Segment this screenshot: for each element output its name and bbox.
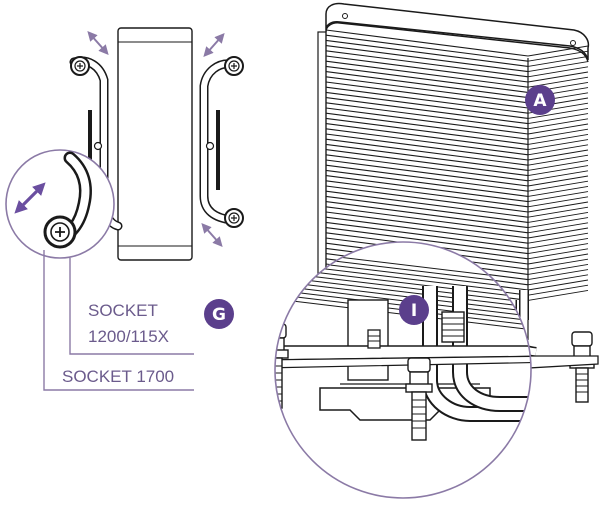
resize-arrow-icon <box>87 31 109 55</box>
right-fan-clip <box>199 56 244 228</box>
socket-1700-label: SOCKET 1700 <box>62 367 174 386</box>
mount-standoff-front <box>405 357 433 441</box>
resize-arrow-icon <box>201 223 223 247</box>
badge-i-text: I <box>411 301 417 321</box>
resize-arrow-icon <box>203 33 225 57</box>
resize-arrow-icon <box>14 182 46 214</box>
leader-socket-1200 <box>69 258 194 355</box>
badge-a <box>525 85 555 115</box>
badge-g <box>204 299 234 329</box>
socket-1200-label-line2: 1200/115X <box>88 327 169 346</box>
mount-standoff-back <box>441 311 465 343</box>
badge-i <box>399 295 429 325</box>
mounting-detail-magnifier <box>274 241 532 499</box>
badge-a-text: A <box>533 91 547 111</box>
mount-standoff-right <box>569 331 595 403</box>
heatsink-top-cap <box>325 2 590 61</box>
clip-detail-magnifier <box>5 149 115 259</box>
fan-clip-illustration: SOCKET 1200/115X SOCKET 1700 G <box>5 27 244 391</box>
badge-g-text: G <box>212 305 226 325</box>
leader-socket-1700 <box>43 250 194 391</box>
fan-body <box>117 27 193 261</box>
cpu-cooler: A I <box>274 2 599 499</box>
socket-1200-label-line1: SOCKET <box>88 301 158 320</box>
